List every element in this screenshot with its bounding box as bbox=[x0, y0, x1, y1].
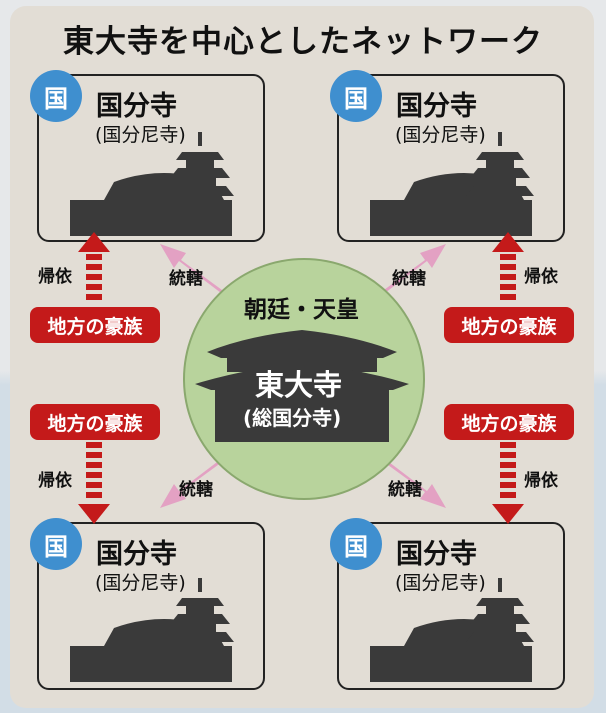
devotion-label: 帰依 bbox=[38, 471, 72, 491]
diagram-title: 東大寺を中心としたネットワーク bbox=[63, 24, 543, 60]
devotion-arrow-top-left bbox=[78, 232, 110, 300]
control-label: 統轄 bbox=[169, 269, 203, 289]
province-badge: 国 bbox=[330, 518, 382, 570]
kokubunniji-subtitle: (国分尼寺) bbox=[95, 572, 186, 594]
kokubunji-title: 国分寺 bbox=[96, 91, 177, 122]
control-label: 統轄 bbox=[392, 269, 426, 289]
temple-pagoda-silhouette bbox=[70, 578, 234, 682]
local-gentry-label: 地方の豪族 bbox=[444, 404, 574, 440]
court-emperor-label: 朝廷・天皇 bbox=[244, 297, 359, 323]
local-gentry-label: 地方の豪族 bbox=[444, 307, 574, 343]
province-badge: 国 bbox=[30, 70, 82, 122]
devotion-arrow-bottom-left bbox=[78, 442, 110, 524]
control-label: 統轄 bbox=[388, 480, 422, 500]
devotion-label: 帰依 bbox=[524, 471, 558, 491]
control-label: 統轄 bbox=[179, 480, 213, 500]
kokubunji-title: 国分寺 bbox=[96, 539, 177, 570]
todaiji-label: 東大寺 bbox=[255, 368, 343, 402]
province-badge: 国 bbox=[30, 518, 82, 570]
temple-pagoda-silhouette bbox=[70, 132, 234, 236]
devotion-label: 帰依 bbox=[524, 267, 558, 287]
kokubunji-title: 国分寺 bbox=[396, 91, 477, 122]
kokubunniji-subtitle: (国分尼寺) bbox=[395, 572, 486, 594]
todaiji-silhouette bbox=[195, 330, 409, 442]
temple-pagoda-silhouette bbox=[370, 132, 534, 236]
sokokubunji-label: (総国分寺) bbox=[243, 406, 342, 430]
devotion-arrow-bottom-right bbox=[492, 442, 524, 524]
kokubunniji-subtitle: (国分尼寺) bbox=[395, 124, 486, 146]
province-badge: 国 bbox=[330, 70, 382, 122]
local-gentry-label: 地方の豪族 bbox=[30, 404, 160, 440]
kokubunniji-subtitle: (国分尼寺) bbox=[95, 124, 186, 146]
devotion-arrow-top-right bbox=[492, 232, 524, 300]
devotion-label: 帰依 bbox=[38, 267, 72, 287]
local-gentry-label: 地方の豪族 bbox=[30, 307, 160, 343]
temple-pagoda-silhouette bbox=[370, 578, 534, 682]
kokubunji-title: 国分寺 bbox=[396, 539, 477, 570]
